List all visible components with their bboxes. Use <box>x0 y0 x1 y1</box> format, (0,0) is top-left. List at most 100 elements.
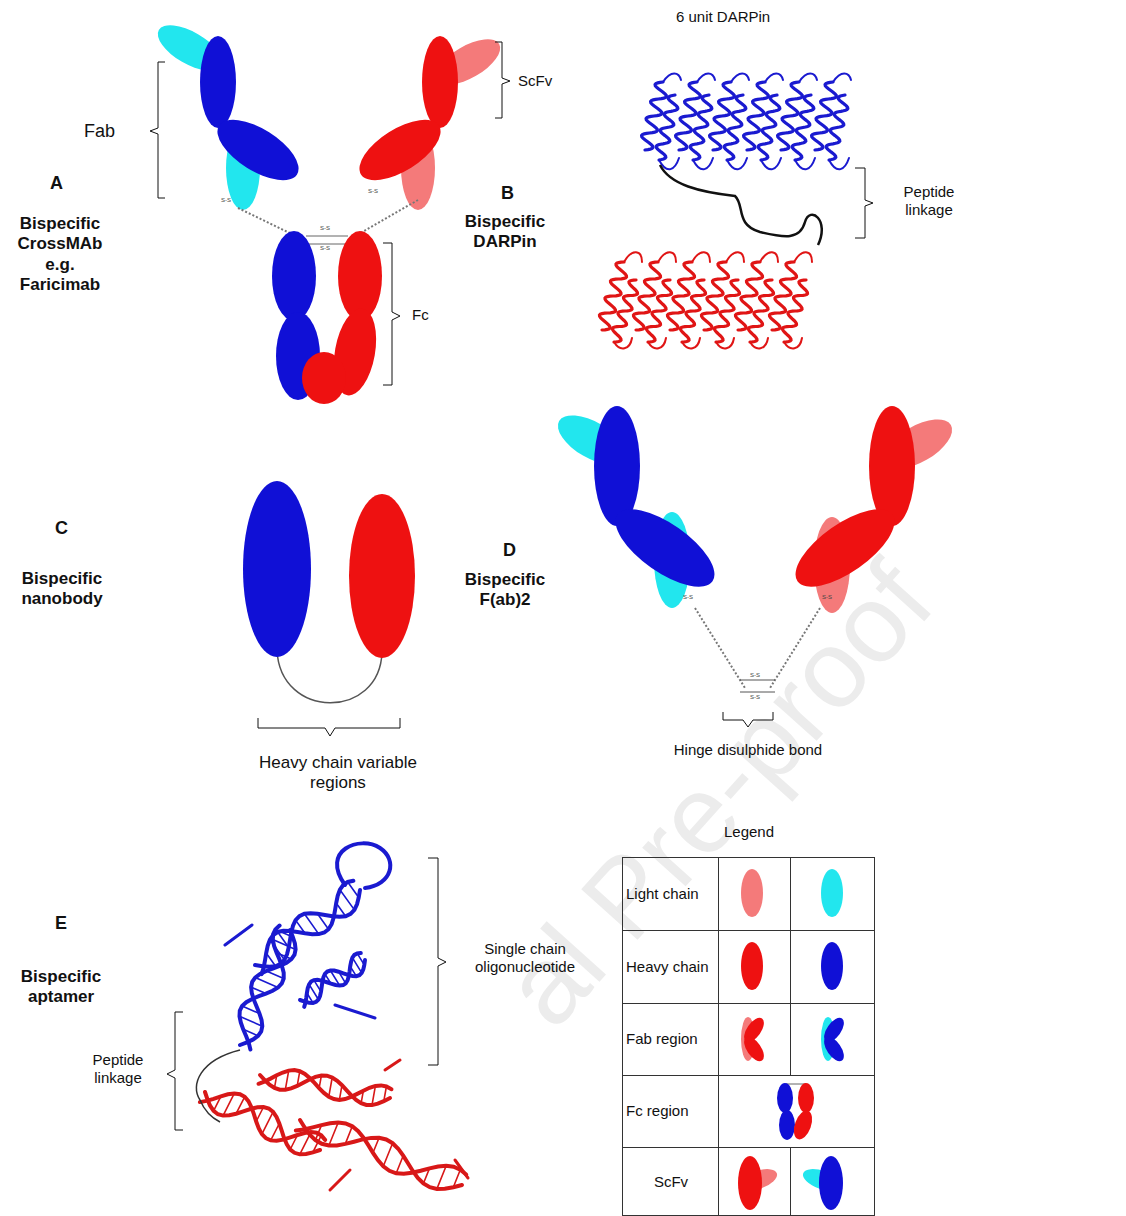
ribbon-stroke <box>799 74 817 83</box>
fab2 <box>869 406 915 526</box>
ribbon-stroke <box>812 82 837 150</box>
part-label: 6 unit DARPin <box>676 8 770 26</box>
ribbon-stroke <box>726 252 744 262</box>
ribbon-stroke <box>761 158 781 169</box>
peptide-linker <box>660 165 822 245</box>
legend-sample <box>777 1083 793 1113</box>
ribbon-stroke <box>613 280 638 342</box>
ribbon-stroke <box>304 914 318 934</box>
crossmab <box>422 36 458 128</box>
ribbon-stroke <box>240 926 284 1050</box>
ribbon-stroke <box>348 882 359 898</box>
ribbon-stroke <box>692 252 710 262</box>
ribbon-stroke <box>795 158 815 169</box>
ribbon-stroke <box>330 1060 468 1190</box>
legend-table <box>622 857 875 1216</box>
ribbon-stroke <box>727 158 747 169</box>
nanobody <box>349 494 415 658</box>
panel-label: B <box>501 183 514 205</box>
legend-sample <box>820 1034 848 1065</box>
ribbon-stroke <box>300 1120 462 1189</box>
crossmab <box>208 108 308 192</box>
fab2 <box>604 495 727 601</box>
bracket <box>428 858 446 1065</box>
ribbon-stroke <box>396 1156 403 1174</box>
crossmab <box>306 236 348 244</box>
panel-label: Bispecific nanobody <box>8 569 116 610</box>
part-label: Single chain oligonucleotide <box>455 940 595 976</box>
ribbon-stroke <box>749 280 774 342</box>
ribbon-stroke <box>255 890 360 967</box>
ribbon-stroke <box>731 74 749 83</box>
bracket <box>167 1012 183 1130</box>
part-label: Fc <box>412 306 429 324</box>
legend-sample <box>779 1110 795 1140</box>
ribbon-stroke <box>614 338 632 348</box>
ribbon-stroke <box>352 958 361 973</box>
ribbon-stroke <box>337 843 390 888</box>
legend-sample <box>798 1083 814 1113</box>
bracket <box>383 243 400 385</box>
crossmab <box>338 231 382 321</box>
ribbon-stroke <box>329 1123 338 1146</box>
part-label: Peptide linkage <box>884 183 974 219</box>
crossmab <box>151 16 507 404</box>
ribbon-stroke <box>383 1143 392 1166</box>
legend-sample <box>740 1034 768 1065</box>
ribbon-stroke <box>792 95 814 160</box>
ribbon-stroke <box>642 82 667 150</box>
panel-label: E <box>55 913 67 935</box>
ribbon-stroke <box>278 932 289 948</box>
ribbon-stroke <box>309 984 318 999</box>
panel-label: Bispecific F(ab)2 <box>452 570 558 611</box>
ribbon-stroke <box>829 158 849 169</box>
ribbon-stroke <box>681 280 706 342</box>
legend-text: Light chain <box>626 885 716 903</box>
ribbon-stroke <box>693 158 713 169</box>
legend-table <box>623 858 875 1216</box>
ribbon-stroke <box>784 338 802 348</box>
part-label: ScFv <box>518 72 552 90</box>
bond-label: S-S <box>822 594 832 601</box>
bracket <box>258 718 400 736</box>
legend-text: Fab region <box>626 1030 716 1048</box>
part-label: Legend <box>724 823 774 841</box>
ribbon-stroke <box>676 82 701 150</box>
bond-label: S-S <box>221 197 231 204</box>
fab2 <box>550 405 960 692</box>
panel-label: Bispecific DARPin <box>452 212 558 253</box>
ribbon-stroke <box>266 971 283 979</box>
fab2 <box>740 680 775 692</box>
legend-sample <box>821 942 843 990</box>
ribbon-stroke <box>656 95 678 160</box>
ribbon-stroke <box>826 95 848 160</box>
legend-text: Heavy chain <box>626 958 716 976</box>
legend-text: ScFv <box>626 1173 716 1191</box>
ribbon-stroke <box>270 940 285 960</box>
part-label: Heavy chain variable regions <box>248 753 428 794</box>
nanobody <box>243 481 311 657</box>
part-label: Hinge disulphide bond <box>668 741 828 759</box>
ribbon-stroke <box>200 1093 325 1140</box>
crossmab <box>272 231 316 321</box>
ribbon-stroke <box>329 1078 332 1097</box>
ribbon-stroke <box>437 1166 446 1189</box>
legend-sample <box>738 1156 762 1210</box>
panel-label: D <box>503 540 516 562</box>
ribbon-stroke <box>304 953 361 1007</box>
crossmab <box>350 108 450 192</box>
ribbon-stroke <box>624 252 642 262</box>
ribbon-structures <box>200 74 851 1191</box>
ribbon-stroke <box>647 280 672 342</box>
legend-table <box>622 857 875 1216</box>
part-label: Peptide linkage <box>74 1051 162 1087</box>
legend-sample <box>821 869 843 917</box>
ribbon-stroke <box>658 252 676 262</box>
ribbon-stroke <box>765 74 783 83</box>
bracket <box>855 168 873 238</box>
panel-label: Bispecific aptamer <box>8 967 114 1008</box>
legend-sample <box>819 1156 843 1210</box>
ribbon-stroke <box>710 82 735 150</box>
